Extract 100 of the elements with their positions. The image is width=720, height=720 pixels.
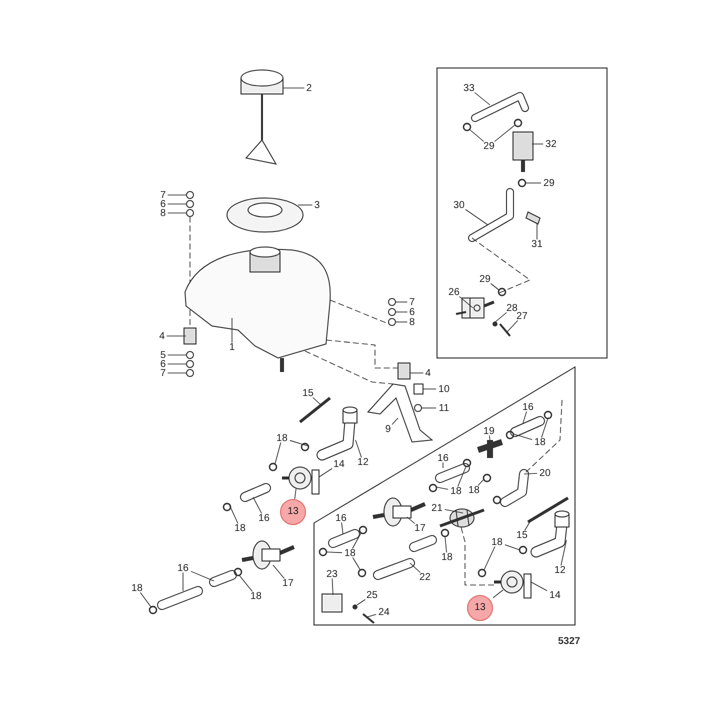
leader-line (513, 434, 532, 440)
callout-number: 2 (304, 84, 314, 92)
hose-clamp (478, 568, 486, 578)
hose-clamp (358, 568, 366, 578)
hose-clamp (518, 178, 526, 188)
dashed-assembly-line (330, 300, 390, 324)
callout-number: 14 (331, 460, 347, 468)
callout-number: 18 (532, 438, 548, 446)
callout-number: 6 (407, 308, 417, 316)
callout-number: 18 (129, 584, 145, 592)
leader-line (492, 590, 504, 598)
callout-number: 16 (175, 564, 191, 572)
callout-number: 27 (514, 312, 530, 320)
leader-line (326, 552, 342, 554)
hose-clamp (440, 528, 450, 538)
bolt (414, 384, 424, 394)
leader-line (272, 564, 285, 579)
callout-number: 10 (436, 384, 452, 394)
callout-number: 31 (529, 240, 545, 248)
leader-line (541, 418, 548, 438)
callout-number: 15 (514, 530, 530, 540)
callout-number: 29 (477, 274, 493, 284)
callout-number: 21 (429, 504, 445, 512)
leader-line (332, 578, 334, 596)
callout-number: 26 (446, 288, 462, 296)
hose (240, 483, 271, 502)
callout-number: 5 (158, 350, 168, 360)
callout-number: 7 (158, 190, 168, 200)
callout-number: 9 (383, 424, 393, 434)
rod (527, 496, 569, 524)
leader-line (190, 570, 214, 582)
fuel-valve (322, 594, 342, 612)
leader-line (444, 509, 464, 514)
leader-line (352, 557, 360, 570)
callout-number: 17 (280, 578, 296, 588)
leader-line (294, 488, 296, 500)
callout-number: 18 (448, 486, 464, 496)
hose-clamp (428, 484, 438, 492)
hose (373, 558, 415, 580)
leader-line (410, 372, 424, 374)
fuel-filter (512, 132, 534, 172)
callout-number: 29 (541, 178, 557, 188)
leader-line (506, 320, 518, 332)
leader-line (410, 562, 421, 573)
leader-line (522, 411, 527, 424)
leader-line (422, 388, 436, 390)
callout-number: 19 (481, 426, 497, 436)
callout-number: 14 (547, 590, 563, 600)
elbow-hose (316, 406, 358, 460)
callout-number: 18 (439, 552, 455, 562)
washer (186, 351, 194, 359)
leader-line (530, 582, 548, 592)
fuel-tank-drawing (184, 246, 331, 372)
callout-number: 6 (158, 360, 168, 368)
leader-line (458, 296, 474, 308)
leader-line (140, 592, 152, 608)
callout-number: 1 (227, 342, 237, 352)
seal-ring (352, 604, 358, 610)
callout-number: 6 (158, 200, 168, 208)
hose (209, 570, 237, 587)
dashed-assembly-line (524, 400, 562, 474)
callout-number: 7 (158, 368, 168, 378)
callout-number: 18 (489, 538, 505, 546)
callout-number: 28 (504, 304, 520, 312)
mounting-bracket (367, 383, 434, 443)
grommet (398, 362, 410, 380)
callout-number: 23 (324, 570, 340, 578)
callout-number: 20 (537, 468, 553, 478)
callout-number: 16 (256, 514, 272, 522)
leader-line (536, 224, 538, 240)
dashed-assembly-line (472, 238, 531, 294)
hose-clamp (318, 548, 328, 556)
leader-line (484, 546, 496, 570)
figure-number: 5327 (558, 636, 580, 647)
callout-number: 3 (312, 200, 322, 210)
leader-line (167, 354, 187, 356)
callout-number: 4 (157, 332, 167, 340)
callout-number: 12 (552, 566, 568, 574)
dashed-assembly-line (326, 340, 398, 368)
highlighted-callout-number: 13 (467, 595, 493, 621)
leader-line (468, 128, 484, 142)
callout-number: 18 (232, 524, 248, 532)
washer (186, 369, 194, 377)
hose (468, 188, 514, 242)
callout-number: 11 (436, 404, 452, 412)
leader-line (366, 614, 376, 618)
hose (435, 463, 470, 483)
leader-line (318, 468, 332, 478)
tee-fitting (475, 437, 505, 461)
callout-number: 24 (376, 608, 392, 616)
hose-clamp (234, 568, 242, 576)
hose (328, 529, 360, 548)
hose-clamp (268, 462, 278, 472)
hose-clamp (462, 122, 472, 132)
leader-line (490, 283, 500, 290)
leader-line (228, 504, 238, 524)
callout-number: 8 (407, 318, 417, 326)
elbow-hose (500, 469, 529, 507)
leader-line (355, 440, 362, 458)
callout-number: 4 (423, 368, 433, 378)
